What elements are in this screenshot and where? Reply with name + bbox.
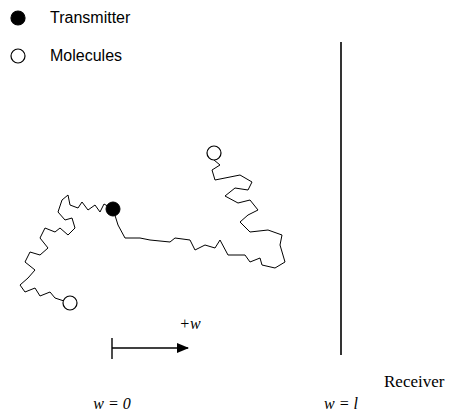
molecule-circle xyxy=(207,146,221,160)
axis-direction-label: +w xyxy=(179,315,200,333)
receiver-position-label: w = l xyxy=(324,395,358,413)
molecule-circle xyxy=(63,296,77,310)
direction-arrow xyxy=(112,347,188,348)
receiver-label: Receiver xyxy=(384,373,444,392)
legend-transmitter-sample xyxy=(11,11,25,25)
random-walk xyxy=(113,160,285,268)
legend-molecules-text: Molecules xyxy=(50,47,122,65)
origin-label: w = 0 xyxy=(93,395,130,413)
legend-transmitter-text: Transmitter xyxy=(50,9,130,27)
random-walk xyxy=(20,195,113,301)
transmitter-dot xyxy=(106,202,120,216)
legend-molecules-sample xyxy=(11,49,25,63)
receiver-line xyxy=(340,42,342,355)
